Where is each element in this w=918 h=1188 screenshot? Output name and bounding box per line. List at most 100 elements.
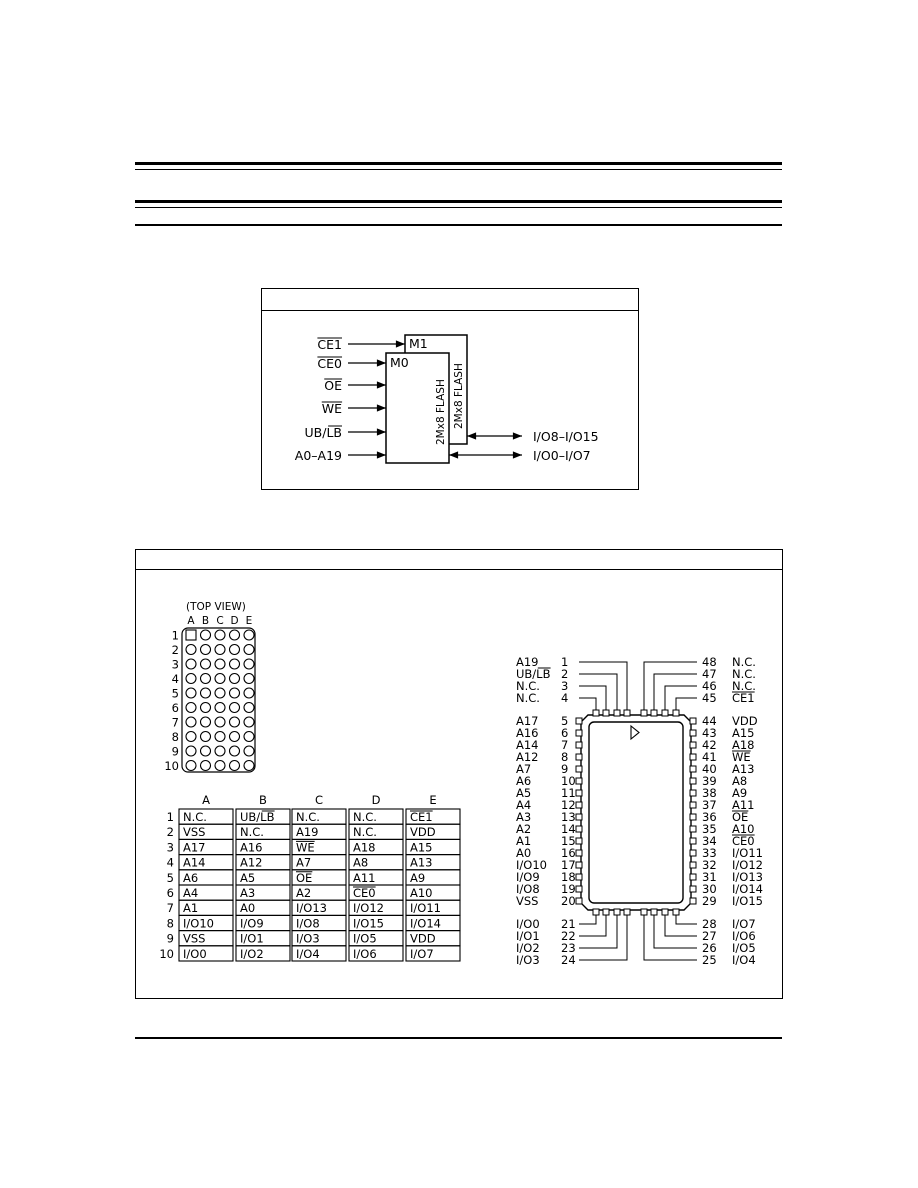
- bga-ball: [185, 672, 197, 685]
- package-lead: [689, 765, 697, 773]
- pin-name: A19: [516, 655, 539, 669]
- bga-ball: [243, 672, 255, 685]
- pin-number: 25: [702, 953, 717, 967]
- package-lead: [689, 897, 697, 905]
- section-rule-thick: [135, 200, 782, 203]
- table-cell-text: VSS: [183, 932, 205, 946]
- package-lead: [689, 741, 697, 749]
- bga-ball: [214, 672, 226, 685]
- pin-number: 36: [702, 810, 717, 824]
- package-lead: [575, 729, 583, 737]
- bga-ball: [214, 701, 226, 714]
- bga-ball: [243, 701, 255, 714]
- bga-col-label: E: [246, 615, 253, 627]
- bga-ball: [185, 701, 197, 714]
- table-cell-text: A5: [240, 871, 255, 885]
- table-cell-text: I/O2: [240, 947, 264, 961]
- bga-ball: [214, 730, 226, 743]
- pin-number: 5: [561, 714, 568, 728]
- table-cell-text: A17: [183, 840, 206, 854]
- lead-wire: [579, 685, 607, 710]
- package-lead: [672, 709, 680, 717]
- pin-number: 39: [702, 774, 717, 788]
- table-cell-text: A19: [296, 825, 319, 839]
- package-lead: [689, 849, 697, 857]
- bga-ball: [199, 730, 212, 743]
- package-lead: [575, 789, 583, 797]
- table-cell-text: I/O7: [410, 947, 434, 961]
- table-cell-text: I/O1: [240, 932, 264, 946]
- package-lead: [613, 908, 621, 916]
- section-rule-bottom: [135, 224, 782, 226]
- table-cell-text: CE1: [410, 810, 433, 824]
- bga-ball: [243, 629, 255, 641]
- package-lead: [575, 849, 583, 857]
- pin-name: N.C.: [732, 667, 756, 681]
- bga-row-label: 1: [172, 629, 179, 643]
- package-lead: [689, 885, 697, 893]
- bga-col-label: A: [187, 615, 195, 627]
- bga-ball: [185, 730, 197, 743]
- pin-name: CE0: [732, 834, 755, 848]
- table-cell: [235, 945, 291, 962]
- bga-col-label: D: [230, 615, 238, 627]
- bga-row-label: 2: [172, 643, 179, 657]
- bga-ball: [228, 716, 241, 728]
- pin-name: N.C.: [732, 655, 756, 669]
- package-lead: [602, 908, 610, 916]
- bga-ball: [214, 687, 226, 699]
- lead-wire: [579, 915, 597, 925]
- bga-ball: [228, 701, 241, 714]
- table-row-number: 9: [167, 932, 174, 946]
- package-lead: [575, 801, 583, 809]
- pin-number: 15: [561, 834, 576, 848]
- table-row-number: 2: [167, 825, 174, 839]
- pin-name: A9: [732, 786, 747, 800]
- pin-number: 46: [702, 679, 717, 693]
- table-col-header: C: [315, 793, 323, 807]
- pin-name: I/O9: [516, 870, 540, 884]
- pin-name: I/O5: [732, 941, 756, 955]
- package-lead: [661, 709, 669, 717]
- package-lead: [575, 765, 583, 773]
- table-cell-text: I/O6: [353, 947, 377, 961]
- package-lead: [689, 777, 697, 785]
- bga-ball: [199, 643, 212, 656]
- package-lead: [613, 709, 621, 717]
- table-cell-text: A7: [296, 856, 311, 870]
- pin-name: VSS: [516, 894, 538, 908]
- pin1-indicator-icon: [630, 724, 640, 741]
- table-row-number: 8: [167, 916, 174, 930]
- pin-name: I/O7: [732, 917, 756, 931]
- pin-number: 45: [702, 691, 717, 705]
- pin-name: A11: [732, 798, 755, 812]
- table-row-number: 1: [167, 810, 174, 824]
- pin-number: 40: [702, 762, 717, 776]
- bus-high-label: I/O8–I/O15: [533, 429, 599, 444]
- input-label-4: UB/LB: [305, 425, 342, 440]
- table-cell-text: N.C.: [183, 810, 207, 824]
- pin-number: 23: [561, 941, 576, 955]
- pin-number: 9: [561, 762, 568, 776]
- pin-number: 7: [561, 738, 568, 752]
- pin-number: 12: [561, 798, 576, 812]
- pin-name: A15: [732, 726, 755, 740]
- pin-number: 35: [702, 822, 717, 836]
- pin-name: I/O0: [516, 917, 540, 931]
- pin-number: 43: [702, 726, 717, 740]
- package-lead: [689, 873, 697, 881]
- table-cell-text: A8: [353, 856, 368, 870]
- package-lead: [689, 753, 697, 761]
- pin-number: 44: [702, 714, 717, 728]
- footer-rule: [135, 1037, 782, 1039]
- pin-number: 32: [702, 858, 717, 872]
- pin-name: A1: [516, 834, 531, 848]
- package-lead: [689, 789, 697, 797]
- bga-ball: [199, 701, 212, 714]
- bga-ball: [214, 658, 226, 670]
- bga-ball: [243, 745, 255, 757]
- input-label-0: CE1: [317, 337, 342, 352]
- bga-top-view-label: (TOP VIEW): [186, 601, 246, 613]
- block-diagram: M1 M0 2Mx8 FLASH 2Mx8 FLASH CE1CE0OEWEUB…: [295, 334, 599, 464]
- table-cell: [405, 945, 461, 962]
